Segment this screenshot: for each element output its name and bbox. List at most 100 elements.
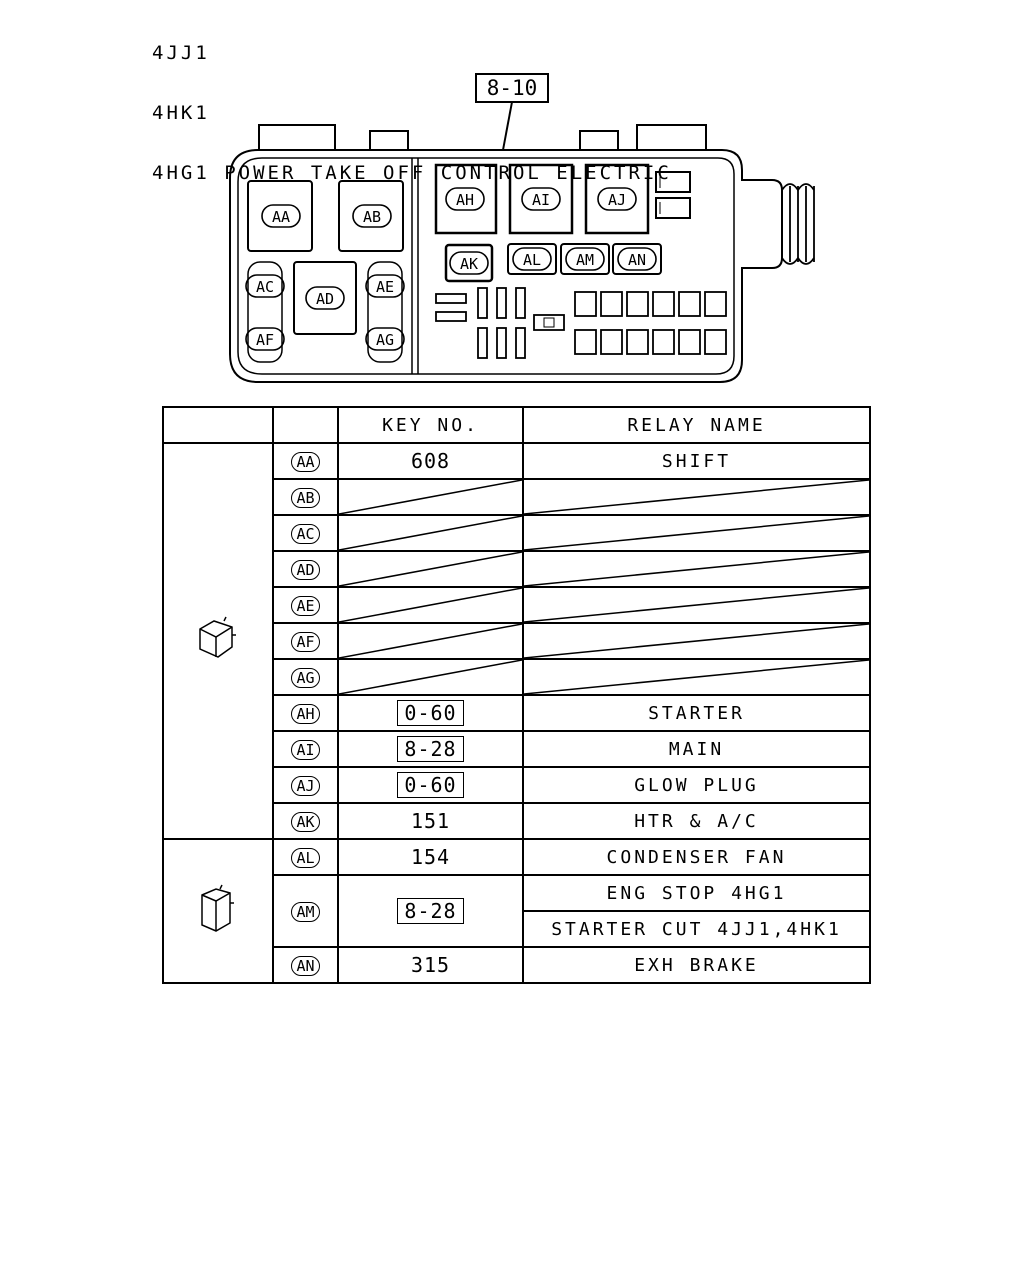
key-no-value: 8-28	[397, 736, 464, 762]
diagram-label-am: AM	[576, 251, 594, 269]
header-relay-name: RELAY NAME	[522, 406, 871, 444]
cell-key-no	[337, 550, 524, 588]
key-no-value: 0-60	[397, 700, 464, 726]
table-row: AC	[163, 514, 871, 552]
relay-slot-an	[612, 243, 662, 275]
top-tab-4	[636, 124, 707, 150]
cell-position: AN	[272, 946, 339, 984]
relay-box-inner	[237, 157, 735, 375]
relay-name-value: STARTER CUT 4JJ1,4HK1	[551, 918, 842, 940]
relay-name-value: CONDENSER FAN	[606, 846, 787, 868]
cell-position: AD	[272, 550, 339, 588]
relay-slot-right-col	[367, 261, 403, 363]
cell-position: AC	[272, 514, 339, 552]
top-tab-1	[258, 124, 336, 150]
cell-relay-name: ENG STOP 4HG1	[522, 874, 871, 912]
diagram-label-ak: AK	[460, 255, 478, 273]
relay-slot-ak	[444, 243, 494, 283]
table-row: AE	[163, 586, 871, 624]
top-tab-2	[369, 130, 409, 150]
position-label: AN	[291, 955, 320, 976]
diagram-label-ac: AC	[256, 278, 274, 296]
relay-table: KEY NO. RELAY NAME AA 608 SHIFT AB AC AD AE AF A…	[162, 406, 871, 984]
relay-box-housing	[229, 149, 783, 383]
cell-key-no: 151	[337, 802, 524, 840]
table-row: AB	[163, 478, 871, 516]
cell-relay-name: STARTER CUT 4JJ1,4HK1	[522, 910, 871, 948]
table-row: AJ 0-60 GLOW PLUG	[163, 766, 871, 804]
cell-key-no	[337, 658, 524, 696]
key-no-value: 0-60	[397, 772, 464, 798]
key-no-value: 608	[410, 449, 451, 473]
cell-position: AJ	[272, 766, 339, 804]
cell-relay-name	[522, 658, 871, 696]
cell-relay-name: GLOW PLUG	[522, 766, 871, 804]
relay-box-diagram: 8-10	[229, 73, 815, 383]
cell-position: AM	[272, 874, 339, 948]
table-row: AL 154 CONDENSER FAN	[162, 838, 871, 984]
ref-label-box	[475, 73, 549, 103]
cell-key-no: 0-60	[337, 694, 524, 732]
cell-key-no	[337, 586, 524, 624]
position-label: AI	[291, 739, 320, 760]
relay-slot-aa	[247, 180, 313, 252]
relay-name-value: EXH BRAKE	[634, 954, 759, 976]
cell-relay-name: CONDENSER FAN	[522, 838, 871, 876]
position-label: AB	[291, 487, 320, 508]
position-label: AG	[291, 667, 320, 688]
key-no-value: 154	[410, 845, 451, 869]
position-label: AH	[291, 703, 320, 724]
position-label: AA	[291, 451, 320, 472]
diagram-label-ad: AD	[316, 290, 334, 308]
cell-relay-name	[522, 550, 871, 588]
relay-slot-al	[507, 243, 557, 275]
position-label: AF	[291, 631, 320, 652]
cell-position: AK	[272, 802, 339, 840]
cell-position: AA	[272, 442, 339, 480]
cell-relay-name: MAIN	[522, 730, 871, 768]
header-key-no: KEY NO.	[337, 406, 524, 444]
relay-slot-am	[560, 243, 610, 275]
cell-position: AB	[272, 478, 339, 516]
cell-position: AG	[272, 658, 339, 696]
cell-relay-name	[522, 622, 871, 660]
relay-name-value: ENG STOP 4HG1	[606, 882, 787, 904]
cell-key-no	[337, 622, 524, 660]
key-no-value: 315	[410, 953, 451, 977]
relay-slot-left-col	[247, 261, 283, 363]
diagram-label-an: AN	[628, 251, 646, 269]
cell-relay-name: EXH BRAKE	[522, 946, 871, 984]
relay-name-value: GLOW PLUG	[634, 774, 759, 796]
relay-name-value: SHIFT	[661, 450, 732, 472]
cell-position: AH	[272, 694, 339, 732]
cell-key-no	[337, 478, 524, 516]
table-row: AI 8-28 MAIN	[163, 730, 871, 768]
ref-label: 8-10	[487, 76, 538, 100]
table-row: STARTER CUT 4JJ1,4HK1	[163, 910, 871, 948]
cell-position: AL	[272, 838, 339, 876]
diagram-label-ab: AB	[363, 208, 381, 226]
relay-slot-aj	[584, 163, 650, 235]
ref-leader-line	[502, 101, 513, 151]
table-row: AN 315 EXH BRAKE	[163, 946, 871, 984]
position-ovals	[245, 187, 657, 351]
cell-key-no: 154	[337, 838, 524, 876]
relay-slot-ad	[293, 261, 357, 335]
connector-bellows	[781, 183, 815, 265]
diagram-label-ag: AG	[376, 331, 394, 349]
position-label: AJ	[291, 775, 320, 796]
top-tab-3	[579, 130, 619, 150]
diagram-label-af: AF	[256, 331, 274, 349]
relay-slot-ab	[338, 180, 404, 252]
table-row: AG	[163, 658, 871, 696]
diagram-label-aj: AJ	[608, 191, 626, 209]
cell-relay-name	[522, 478, 871, 516]
cell-position: AF	[272, 622, 339, 660]
position-label: AD	[291, 559, 320, 580]
header-line-model-2: 4HK1	[152, 102, 210, 124]
cell-relay-name	[522, 514, 871, 552]
diagram-label-aa: AA	[272, 208, 290, 226]
